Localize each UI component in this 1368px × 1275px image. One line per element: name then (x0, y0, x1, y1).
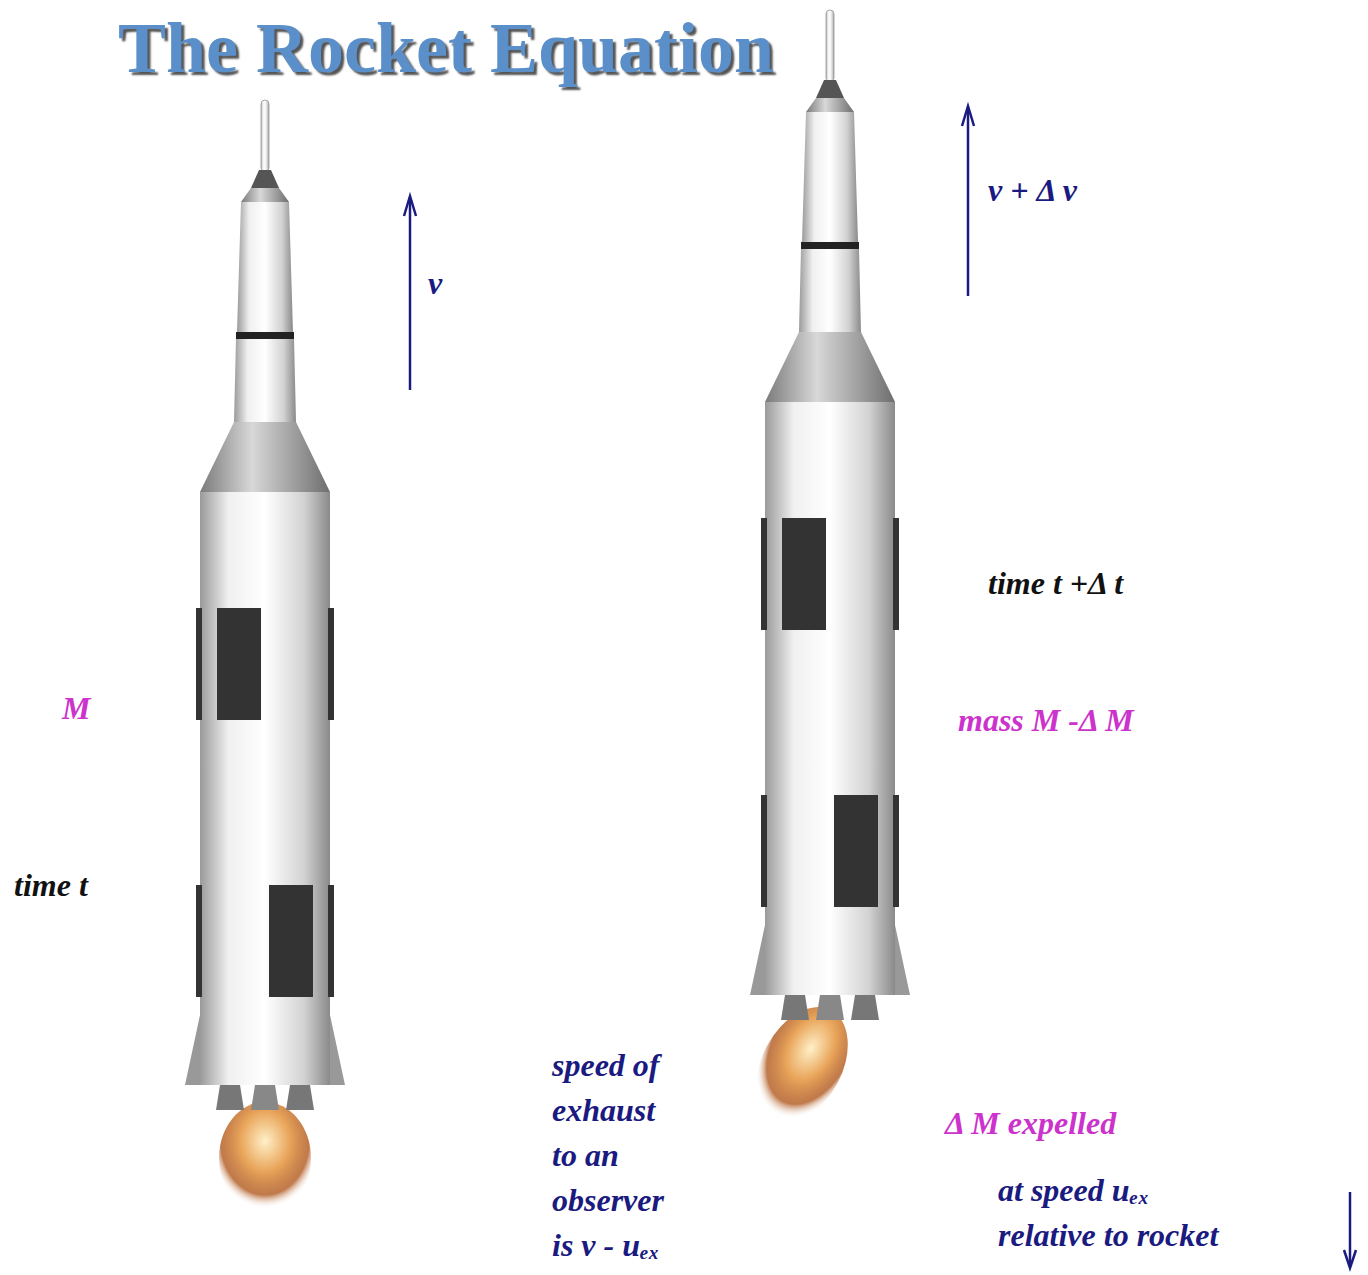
velocity-arrow (967, 108, 970, 296)
exhaust-note: speed of exhaust to an observer is v - u… (552, 1043, 676, 1268)
mass-label: M (62, 688, 90, 728)
velocity-label: v (428, 263, 442, 303)
exhaust-arrow (1349, 1192, 1352, 1266)
velocity-label: v + Δ v (988, 170, 1077, 210)
rocket-before (185, 100, 345, 1214)
velocity-arrow (409, 198, 412, 390)
rocket-after (738, 10, 910, 1139)
rocket (750, 10, 910, 1020)
rocket (185, 100, 345, 1110)
exhaust-note: at speed uₑₓ relative to rocket (998, 1168, 1228, 1258)
diagram-title: The Rocket Equation (118, 8, 774, 88)
arrow-head (404, 196, 416, 216)
mass-label: mass M -Δ M (958, 700, 1134, 740)
expelled-mass-label: Δ M expelled (945, 1103, 1116, 1143)
arrow-head (1344, 1250, 1356, 1268)
velocity-arrows (404, 106, 1356, 1268)
exhaust-flame (219, 1102, 311, 1214)
arrow-head (962, 106, 974, 126)
time-label: time t (14, 865, 88, 905)
time-label: time t +Δ t (988, 563, 1123, 603)
